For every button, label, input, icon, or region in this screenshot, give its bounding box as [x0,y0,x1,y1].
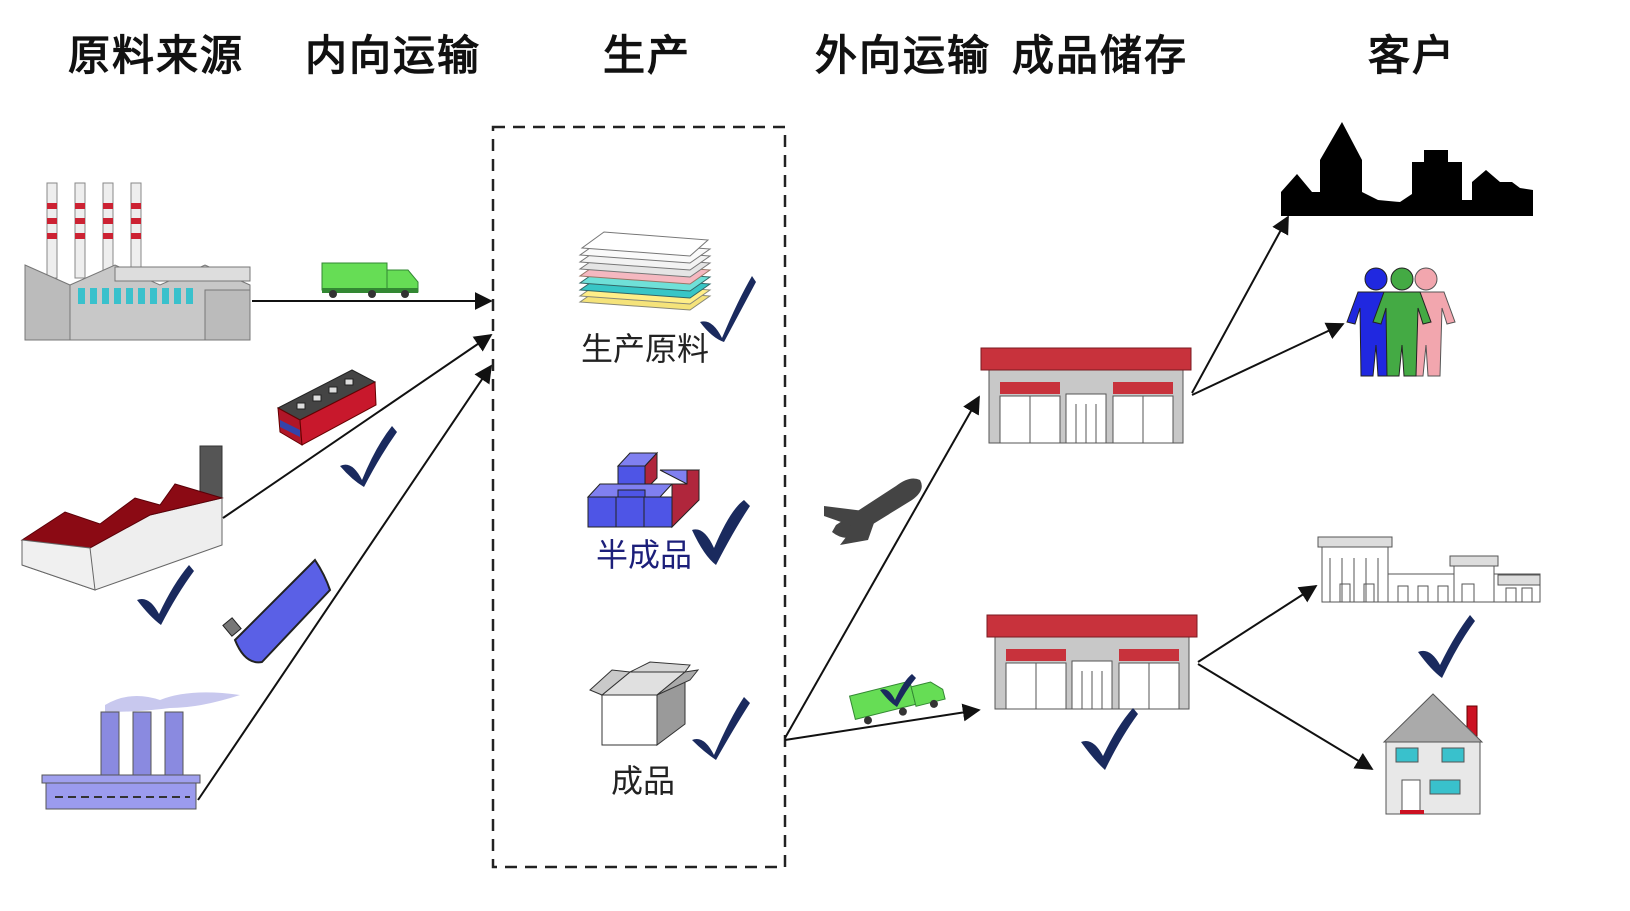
header-raw-source: 原料来源 [68,31,245,80]
check-icon [1418,615,1475,678]
check-icon [692,500,750,565]
factory-blue-icon [41,692,240,810]
semi-finished-blocks-icon [586,451,701,529]
label-finished-products: 成品 [611,762,676,800]
header-customer: 客户 [1368,31,1457,80]
check-icon [1081,708,1138,770]
header-inbound-transport: 内向运输 [305,31,482,80]
warehouse-bottom-icon [986,614,1198,710]
factory-red-roof-icon [20,445,224,591]
airplane-icon [824,478,922,545]
retail-stores-icon [1317,536,1541,603]
production-box [491,125,787,869]
header-outbound-transport: 外向运输 [815,31,992,80]
train-car-icon [276,369,377,446]
people-icon [1346,267,1456,377]
header-finished-storage: 成品储存 [1012,31,1189,80]
factory-icon [24,182,251,341]
check-icon [880,674,916,707]
header-production: 生产 [603,31,692,80]
check-icon [340,426,397,487]
check-icon [137,565,194,625]
check-icon [700,276,756,342]
label-raw-materials: 生产原料 [581,330,710,368]
finished-product-box-icon [589,661,700,746]
city-skyline-icon [1281,122,1533,216]
outbound-truck-icon [848,680,946,725]
ship-icon [222,558,332,664]
warehouse-top-icon [980,347,1192,444]
raw-material-stack-icon [578,231,712,311]
check-marks [137,276,1475,770]
truck-icon [321,262,419,298]
label-semi-finished: 半成品 [596,536,693,574]
house-icon [1382,693,1484,815]
check-icon [692,697,750,760]
